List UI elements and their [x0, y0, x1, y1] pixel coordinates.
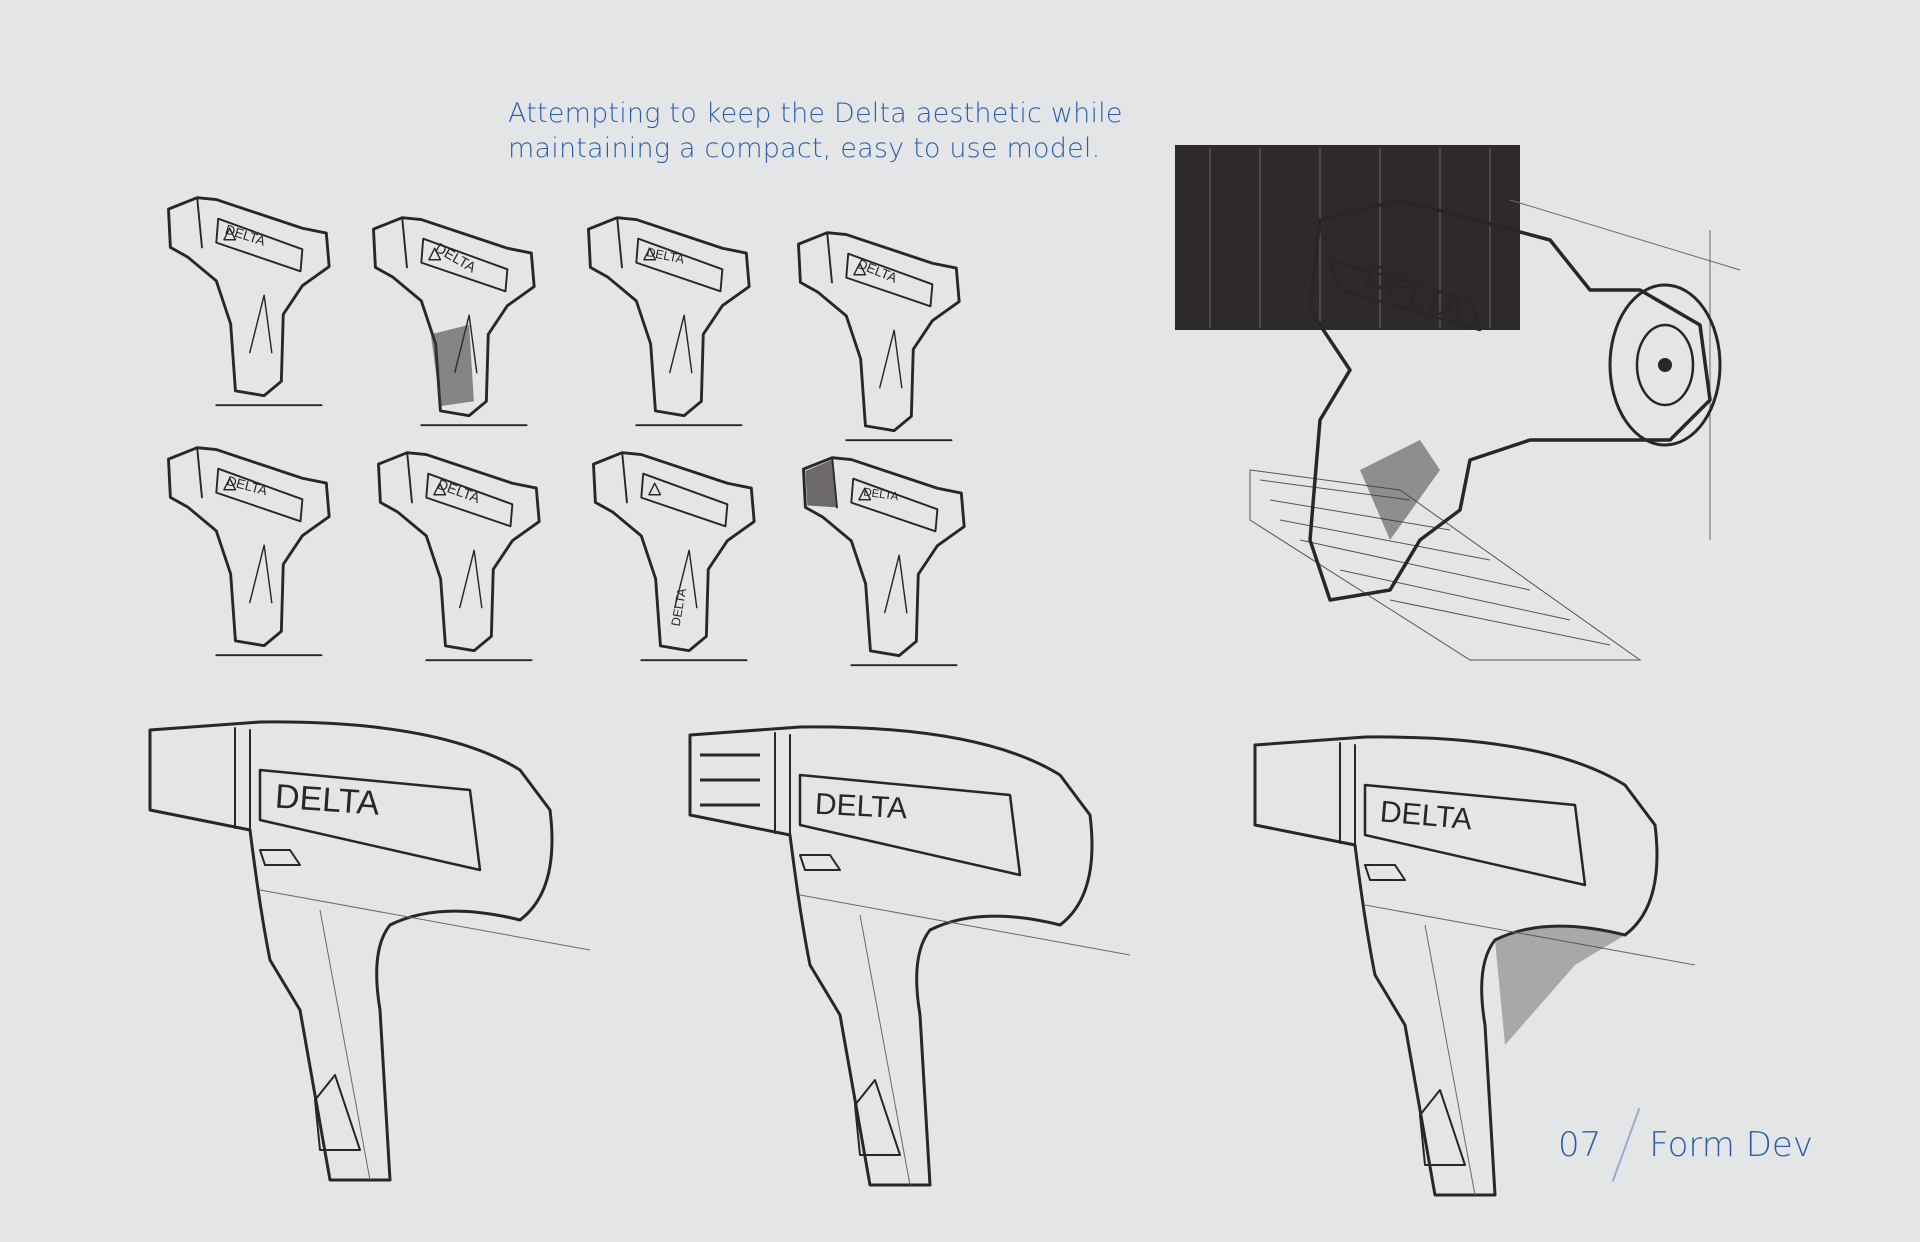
svg-text:DELTA: DELTA [223, 222, 267, 249]
thumbnail-sketch-2: DELTA [355, 210, 545, 430]
thumbnail-sketch-8: DELTA [785, 450, 975, 670]
thumbnail-sketch-7: DELTA [575, 445, 765, 665]
svg-text:DELTA: DELTA [669, 587, 690, 628]
thumbnail-sketch-1: DELTA [150, 190, 340, 410]
thumbnail-sketch-3: DELTA [570, 210, 760, 430]
page-footer: 07 Form Dev [1558, 1108, 1813, 1182]
svg-text:DELTA: DELTA [863, 487, 900, 504]
caption-line-2: maintaining a compact, easy to use model… [508, 133, 1101, 164]
svg-text:DELTA: DELTA [1379, 795, 1474, 836]
thumbnail-sketch-4: DELTA [780, 225, 970, 445]
large-sketch-3: DELTA [1245, 725, 1695, 1205]
page-number: 07 [1558, 1125, 1602, 1165]
section-title: Form Dev [1649, 1125, 1813, 1165]
large-sketch-1: DELTA [140, 710, 590, 1190]
svg-text:DELTA: DELTA [645, 245, 686, 267]
caption: Attempting to keep the Delta aesthetic w… [508, 96, 1123, 166]
svg-text:DELTA: DELTA [225, 473, 269, 498]
thumbnail-sketch-5: DELTA [150, 440, 340, 660]
perspective-sketch: DELTA [1170, 140, 1750, 680]
large-sketch-2: DELTA [680, 715, 1130, 1195]
svg-text:DELTA: DELTA [274, 778, 381, 823]
svg-text:DELTA: DELTA [814, 788, 908, 826]
caption-line-1: Attempting to keep the Delta aesthetic w… [508, 98, 1123, 129]
svg-text:DELTA: DELTA [855, 256, 899, 285]
divider-slash [1611, 1108, 1641, 1182]
thumbnail-sketch-6: DELTA [360, 445, 550, 665]
